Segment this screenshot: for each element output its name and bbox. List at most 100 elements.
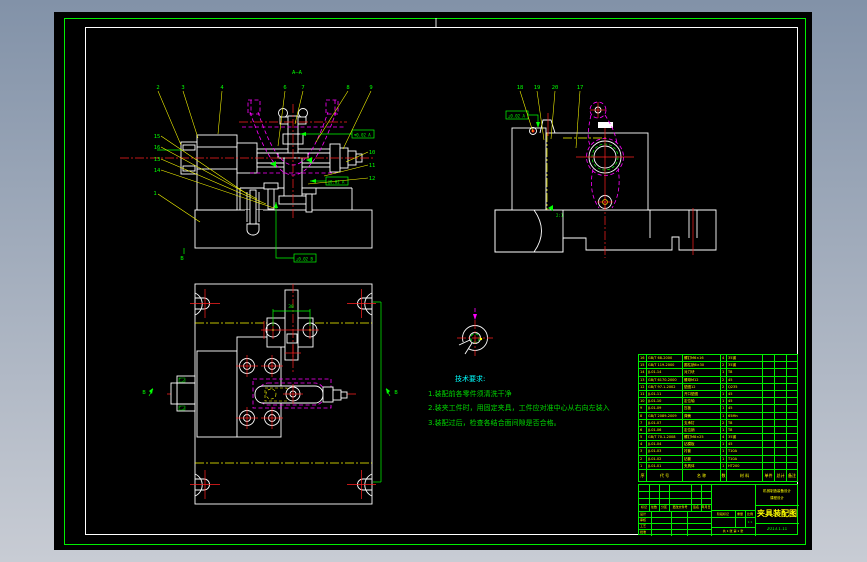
gdt-frame-text: ∥0.02 A	[328, 180, 345, 185]
balloon: 14	[154, 168, 161, 174]
bom-cell	[762, 418, 774, 426]
balloon: 6	[283, 85, 286, 91]
bom-cell: GB/T 70.1-2008	[646, 433, 682, 441]
tb-label: 工艺	[640, 524, 647, 528]
detail-open-washer	[457, 308, 493, 356]
divider	[711, 527, 755, 528]
drawing-linework: A—A 2 3 4 6 7 8 9 15 16 13 14 1 10 11 12…	[120, 18, 717, 505]
bom-cell	[786, 389, 797, 398]
bom-cell: JJ-01-07	[646, 418, 682, 426]
divider	[651, 511, 652, 536]
bom-cell	[774, 411, 786, 419]
bom-cell: GB/T 97.1-2002	[646, 382, 682, 390]
bom-cell: 7	[638, 418, 646, 426]
divider	[671, 511, 672, 536]
drawing-border-inner	[85, 27, 798, 535]
bom-cell: Q235	[726, 382, 762, 390]
bom-cell: 45	[726, 375, 762, 383]
section-arrow-letter: B	[394, 390, 398, 396]
balloon: 15	[154, 134, 161, 140]
bom-cell	[774, 375, 786, 383]
bom-cell	[762, 411, 774, 419]
bom-cell: 11	[638, 389, 646, 398]
balloon: 2	[156, 85, 159, 91]
bom-cell: 2	[720, 361, 726, 369]
tb-label: 比例	[746, 512, 753, 516]
tb-label: 年月日	[701, 505, 711, 509]
bom-cell: 垫圈12	[682, 382, 720, 390]
balloon: 9	[369, 85, 372, 91]
bom-cell: GB/T 6170-2000	[646, 375, 682, 383]
bom-cell	[774, 404, 786, 412]
bom-cell: JJ-01-01	[646, 461, 682, 469]
bom-cell: 15	[638, 361, 646, 369]
divider	[711, 517, 755, 518]
bom-header-cell: 名 称	[682, 469, 720, 481]
notes-heading: 技术要求:	[455, 375, 486, 383]
bom-cell	[774, 361, 786, 369]
datum-letter: B	[180, 256, 184, 262]
bom-cell: GB/T 68-2000	[646, 354, 682, 362]
bom-cell	[786, 397, 797, 405]
balloon: 10	[369, 150, 376, 156]
bom-cell	[762, 425, 774, 434]
note-line: 2.装夹工件时，用固定夹具，工件应对准中心从右向左装入	[428, 404, 610, 412]
bom-cell: 1	[720, 425, 726, 434]
bom-cell: JJ-01-09	[646, 404, 682, 412]
tb-drawing-number: 2013.1.11	[766, 527, 788, 531]
balloon: 12	[369, 176, 376, 182]
bom-cell: 13	[638, 375, 646, 383]
bom-cell	[786, 425, 797, 434]
bom-cell: 1	[720, 389, 726, 398]
bom-cell	[786, 454, 797, 462]
bom-cell: 6	[638, 425, 646, 434]
divider	[639, 511, 711, 512]
bom-cell	[786, 447, 797, 455]
bom-cell	[774, 461, 786, 469]
balloon: 19	[534, 85, 541, 91]
divider	[659, 485, 660, 511]
bom-cell: 螺钉M6×16	[682, 354, 720, 362]
bom-cell: GB/T 119-2000	[646, 361, 682, 369]
tb-sheet-count: 共 1 张 第 1 张	[722, 529, 744, 533]
balloon: 7	[301, 85, 304, 91]
bom-cell	[762, 361, 774, 369]
divider	[639, 498, 711, 499]
bom-cell: JJ-01-06	[646, 425, 682, 434]
bom-header-cell: 材 料	[726, 469, 762, 481]
bom-cell: 45	[726, 404, 762, 412]
bom-header-cell: 代 号	[646, 469, 682, 481]
bom-cell: 1	[638, 461, 646, 469]
plan-view	[148, 283, 391, 505]
note-line: 3.装配过后，检查各结合面间隙是否合格。	[428, 418, 561, 427]
section-label-front: A—A	[292, 70, 303, 76]
divider	[755, 505, 799, 506]
side-view	[494, 90, 717, 258]
tb-org-line2: 课程设计	[770, 496, 784, 500]
bom-cell: JJ-01-03	[646, 447, 682, 455]
divider	[639, 517, 711, 518]
bom-header-cell: 单件	[762, 469, 774, 481]
divider	[687, 511, 688, 536]
bom-cell: 14	[638, 368, 646, 376]
bom-header-cell: 数	[720, 469, 726, 481]
bom-cell: GB/T 2089-2009	[646, 411, 682, 419]
tb-label: 重量	[736, 512, 743, 516]
bom-cell	[774, 389, 786, 398]
cad-drawing-canvas[interactable]: A—A 2 3 4 6 7 8 9 15 16 13 14 1 10 11 12…	[54, 12, 812, 550]
bom-cell: JJ-01-02	[646, 454, 682, 462]
bom-cell	[786, 382, 797, 390]
dimension-value: 30	[288, 304, 294, 310]
divider	[649, 485, 650, 511]
tb-label: 设计	[640, 512, 647, 516]
bom-header-cell: 序	[638, 469, 646, 481]
bom-cell: 1	[720, 397, 726, 405]
bom-cell: 钻模板	[682, 440, 720, 448]
divider	[639, 504, 711, 505]
bom-cell: 定位轴	[682, 397, 720, 405]
bom-cell: 开口垫圈	[682, 389, 720, 398]
title-block: 标记 处数 分区 更改文件号 签名 年月日 设计 审核 工艺 批准 阶段标记 重…	[638, 484, 799, 536]
bom-cell: 2	[638, 454, 646, 462]
